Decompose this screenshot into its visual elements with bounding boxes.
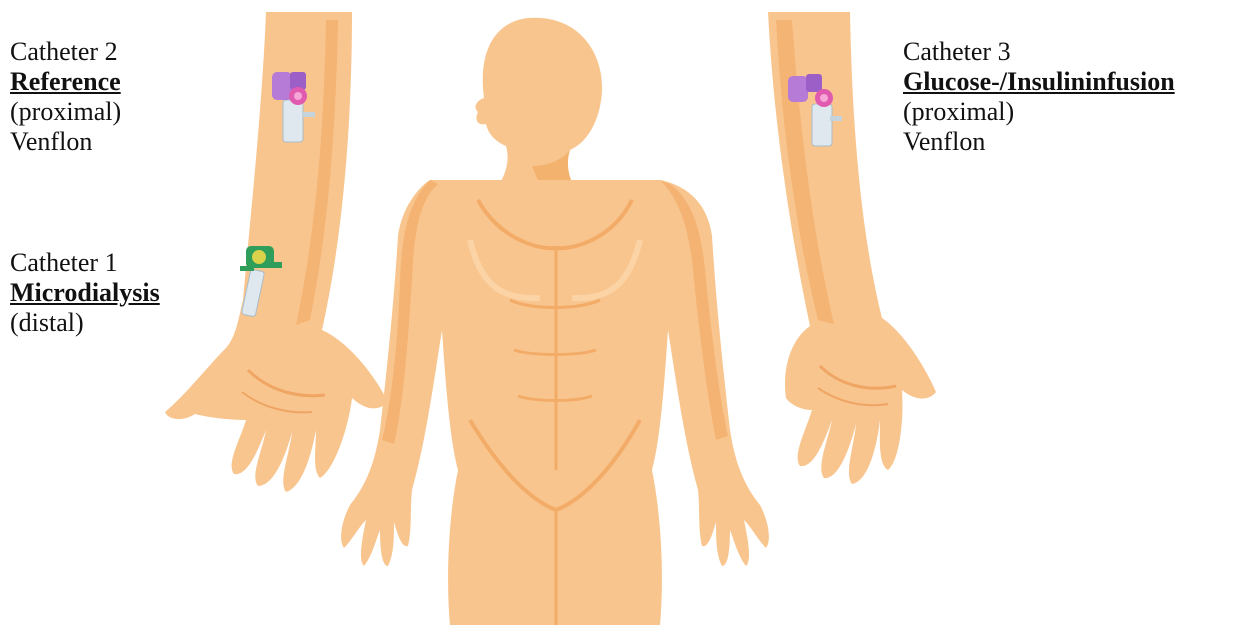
human-body-illustration — [341, 18, 769, 625]
catheter-3-device: Venflon — [903, 127, 1175, 157]
catheter-3-title: Catheter 3 — [903, 37, 1175, 67]
catheter-3-name: Glucose-/Insulininfusion — [903, 67, 1175, 97]
catheter-1-title: Catheter 1 — [10, 248, 160, 278]
catheter-2-device: Venflon — [10, 127, 121, 157]
catheter-2-position: (proximal) — [10, 97, 121, 127]
catheter-3-label: Catheter 3 Glucose-/Insulininfusion (pro… — [903, 37, 1175, 157]
catheter-2-title: Catheter 2 — [10, 37, 121, 67]
catheter-3-position: (proximal) — [903, 97, 1175, 127]
catheter-2-label: Catheter 2 Reference (proximal) Venflon — [10, 37, 121, 157]
catheter-1-name: Microdialysis — [10, 278, 160, 308]
catheter-1-label: Catheter 1 Microdialysis (distal) — [10, 248, 160, 338]
catheter-1-position: (distal) — [10, 308, 160, 338]
catheter-2-name: Reference — [10, 67, 121, 97]
